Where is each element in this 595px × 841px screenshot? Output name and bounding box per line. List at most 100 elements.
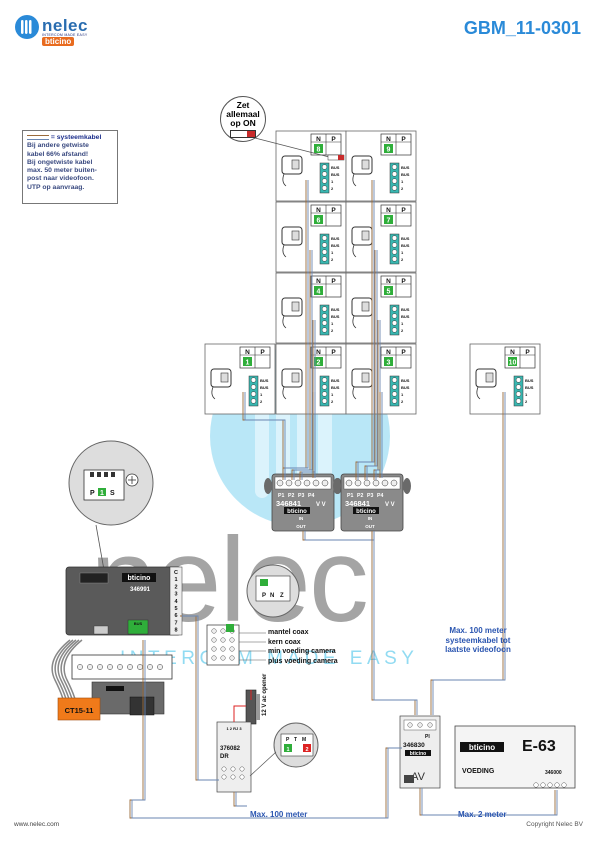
footer-website[interactable]: www.nelec.com	[14, 821, 60, 828]
callout-line: allemaal	[226, 109, 260, 119]
relay-zoom-label: M	[302, 737, 306, 743]
screw-terminal-icon	[127, 664, 133, 670]
distributor-port-label: P2	[288, 493, 294, 499]
relay-zoom-label: 1	[286, 747, 289, 753]
screw-terminal-icon	[137, 664, 143, 670]
screen-icon	[291, 301, 300, 312]
screen-icon	[291, 372, 300, 383]
handset-cord-icon	[282, 386, 287, 400]
distributor-port-label: P4	[308, 493, 314, 499]
screw-terminal-icon	[321, 235, 328, 241]
distributor-link-cable	[304, 531, 375, 541]
brand-name: nelec	[42, 16, 88, 35]
screw-terminal-icon	[321, 178, 328, 184]
distributor-vv: V V	[316, 502, 326, 508]
screw-terminal-icon	[554, 782, 560, 788]
screw-terminal-icon	[417, 722, 423, 728]
screw-terminal-icon	[391, 185, 398, 191]
np-address-value: 1	[246, 360, 250, 367]
screw-terminal-icon	[345, 479, 353, 487]
unit10-cable	[430, 392, 504, 715]
switch-callout: Zet allemaal op ON	[220, 96, 266, 142]
np-address-dip	[384, 357, 393, 366]
bus-terminal-label: 1	[401, 250, 404, 255]
door-panel-terminal-label: 2	[174, 584, 177, 590]
distributor-to-av-cable	[373, 531, 418, 715]
np-label-p: P	[331, 207, 336, 214]
screw-terminal-icon	[220, 637, 226, 643]
screw-terminal-icon	[391, 384, 398, 390]
bticino-logo	[284, 507, 310, 514]
screw-terminal-icon	[147, 664, 153, 670]
nelec-logo-icon	[15, 15, 39, 39]
zoom-door-label: S	[110, 490, 115, 497]
distributor-code: 346841	[345, 499, 370, 508]
screw-terminal-icon	[321, 249, 328, 255]
screen-icon	[361, 372, 370, 383]
screw-terminal-icon	[391, 249, 398, 255]
camera-model-label: CT15-11	[65, 706, 94, 715]
bus-terminal-label: 1	[525, 392, 528, 397]
callout-pointer	[254, 137, 334, 159]
handset-cord-icon	[352, 244, 357, 258]
relay-code: 376082	[220, 746, 241, 752]
screw-terminal-icon	[391, 306, 398, 312]
label-plus-voeding: plus voeding camera	[268, 657, 338, 665]
legend-line: kabel 66% afstand!	[27, 150, 89, 158]
screw-terminal-icon	[250, 391, 257, 397]
screw-terminal-icon	[321, 384, 328, 390]
screw-terminal-icon	[391, 235, 398, 241]
np-label-n: N	[386, 349, 391, 356]
bus-terminal-label: 1	[331, 321, 334, 326]
np-label-p: P	[401, 349, 406, 356]
door-panel-terminal-label: 1	[174, 577, 177, 583]
legend-title: = systeemkabel	[50, 134, 102, 141]
bticino-logo-text: bticino	[469, 743, 495, 752]
bus-terminal-label: BUS	[401, 243, 410, 248]
distributor-code: 346841	[276, 499, 301, 508]
screw-terminal-icon	[391, 320, 398, 326]
bticino-badge: bticino	[42, 37, 75, 46]
bus-terminal-block	[319, 162, 330, 194]
handset-cord-icon	[352, 315, 357, 329]
zoom-door-label: 1	[100, 490, 104, 497]
bus-terminal-label: BUS	[401, 172, 410, 177]
bus-terminal-label: 1	[260, 392, 263, 397]
door-panel-code: 346991	[130, 587, 151, 593]
bus-terminal-label: 2	[401, 257, 404, 262]
camera-zoom-dip	[260, 579, 268, 586]
relay-label: DR	[220, 754, 229, 760]
np-address-value: 3	[387, 360, 391, 367]
distributor-vv: V V	[385, 502, 395, 508]
distributor-ear	[333, 478, 341, 494]
power-supply-label: VOEDING	[462, 768, 495, 775]
max-100-system-note: Max. 100 meter systeemkabel tot laatste …	[432, 626, 524, 655]
max-2-note: Max. 2 meter	[458, 810, 507, 819]
door-panel-terminal-label: 5	[174, 606, 177, 612]
np-label-p: P	[331, 136, 336, 143]
bus-terminal-block	[319, 304, 330, 336]
bus-terminal-label: 2	[331, 257, 334, 262]
np-label-p: P	[401, 136, 406, 143]
unit-to-distributor-cable	[366, 250, 378, 480]
bus-terminal-label: BUS	[525, 378, 534, 383]
np-address-dip	[314, 215, 323, 224]
door-panel-terminal-label: 4	[174, 599, 178, 605]
bticino-logo	[460, 742, 504, 752]
av-pi-label: PI	[425, 734, 430, 740]
handset-cord-icon	[352, 386, 357, 400]
door-panel-terminal-label: 8	[174, 628, 177, 634]
bus-terminal-label: 1	[401, 321, 404, 326]
watermark-tagline: INTERCOM MADE EASY	[120, 648, 419, 669]
screw-terminal-icon	[239, 774, 245, 780]
zoom-pointer	[249, 751, 277, 777]
screen-icon	[361, 159, 370, 170]
legend-line: Bij ongetwiste kabel	[27, 158, 93, 166]
bus-terminal-label: 2	[260, 399, 263, 404]
distributor-in: IN	[299, 516, 304, 521]
screw-terminal-icon	[220, 628, 226, 634]
np-address-value: 9	[387, 147, 391, 154]
door-opener-label: 12 V ac opener	[262, 673, 268, 716]
handset-cord-icon	[282, 315, 287, 329]
